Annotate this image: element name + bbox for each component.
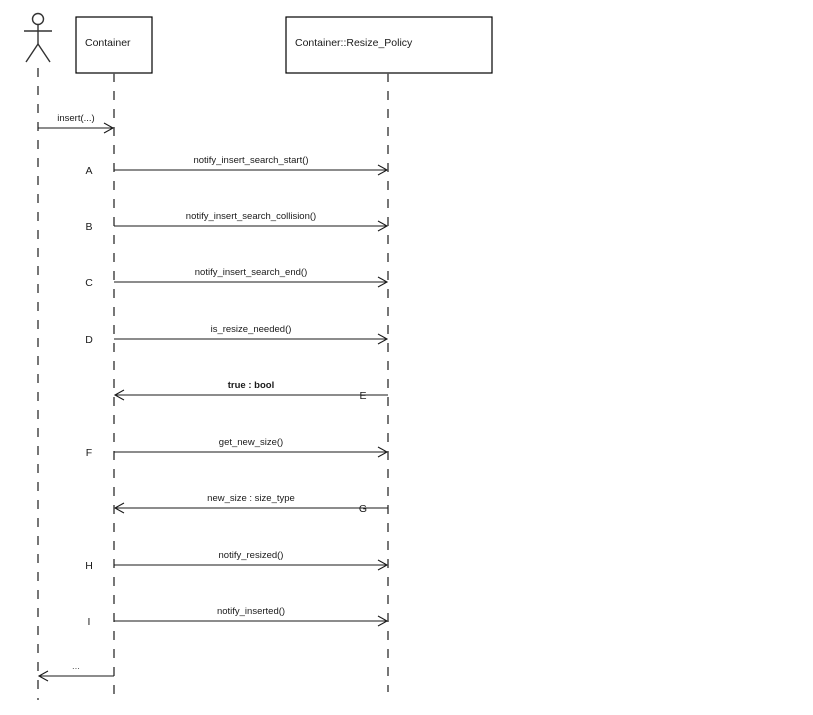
message-arrowhead-icon xyxy=(103,122,115,134)
message-label: true : bool xyxy=(228,380,274,391)
message-b: notify_insert_search_collision() B xyxy=(85,211,389,233)
participant-container: Container xyxy=(75,16,153,700)
step-label-A: A xyxy=(85,165,92,177)
message-label: insert(...) xyxy=(57,113,94,124)
message-label: notify_insert_search_collision() xyxy=(186,211,316,222)
message-i: notify_inserted() I xyxy=(88,606,389,628)
message-f: get_new_size() F xyxy=(86,437,389,459)
message-arrowhead-icon xyxy=(377,615,389,627)
message-arrowhead-icon xyxy=(377,446,389,458)
actor-figure xyxy=(24,12,52,63)
step-label-D: D xyxy=(85,334,93,346)
message-c: notify_insert_search_end() C xyxy=(85,267,389,289)
actor-leg-right-icon xyxy=(37,43,51,63)
actor-leg-left-icon xyxy=(25,43,39,63)
message-arrowhead-icon xyxy=(377,276,389,288)
message-label: is_resize_needed() xyxy=(211,324,292,335)
message-label: get_new_size() xyxy=(219,437,283,448)
message-label: notify_resized() xyxy=(219,550,284,561)
step-label-B: B xyxy=(85,221,92,233)
step-label-E: E xyxy=(359,390,366,402)
participant-label-container: Container xyxy=(85,37,131,49)
message-arrowhead-icon xyxy=(377,333,389,345)
message-d: is_resize_needed() D xyxy=(85,324,389,346)
message-arrowhead-icon xyxy=(377,164,389,176)
message-label: notify_inserted() xyxy=(217,606,285,617)
message-arrowhead-icon xyxy=(113,502,125,514)
participant-resize_policy: Container::Resize_Policy xyxy=(285,16,493,692)
step-label-I: I xyxy=(88,616,91,628)
message-arrowhead-icon xyxy=(37,670,49,682)
participant-actor xyxy=(24,12,52,700)
message-label: notify_insert_search_end() xyxy=(195,267,307,278)
message-label: notify_insert_search_start() xyxy=(193,155,308,166)
step-label-F: F xyxy=(86,447,92,459)
message-row-10: ... xyxy=(37,661,114,682)
step-label-G: G xyxy=(359,503,367,515)
participant-box-resize_policy[interactable] xyxy=(285,16,493,74)
message-label: new_size : size_type xyxy=(207,493,295,504)
message-label: ... xyxy=(72,661,80,672)
step-label-C: C xyxy=(85,277,93,289)
message-a: notify_insert_search_start() A xyxy=(85,155,389,177)
step-label-H: H xyxy=(85,560,93,572)
message-arrowhead-icon xyxy=(377,220,389,232)
participant-box-container[interactable] xyxy=(75,16,153,74)
message-arrowhead-icon xyxy=(113,389,125,401)
message-h: notify_resized() H xyxy=(85,550,389,572)
participant-label-resize_policy: Container::Resize_Policy xyxy=(295,37,413,49)
message-row-0: insert(...) xyxy=(38,113,115,134)
message-arrowhead-icon xyxy=(377,559,389,571)
actor-head-icon xyxy=(31,12,45,26)
